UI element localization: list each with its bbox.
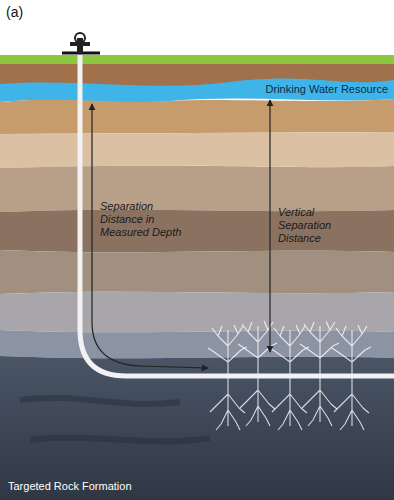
- formation-label: Targeted Rock Formation: [8, 480, 132, 493]
- aquifer-label: Drinking Water Resource: [266, 83, 388, 96]
- measured-depth-label: Separation Distance in Measured Depth: [100, 200, 196, 240]
- ground-surface: [0, 55, 394, 64]
- wellbore: [80, 52, 394, 376]
- vertical-distance-label: Vertical Separation Distance: [278, 206, 358, 246]
- vertical-distance-arrow: [269, 100, 270, 352]
- wellhead-symbol: [62, 33, 100, 53]
- measured-depth-arrow: [92, 104, 208, 368]
- aquifer-band: [0, 79, 394, 104]
- panel-letter: (a): [6, 4, 23, 21]
